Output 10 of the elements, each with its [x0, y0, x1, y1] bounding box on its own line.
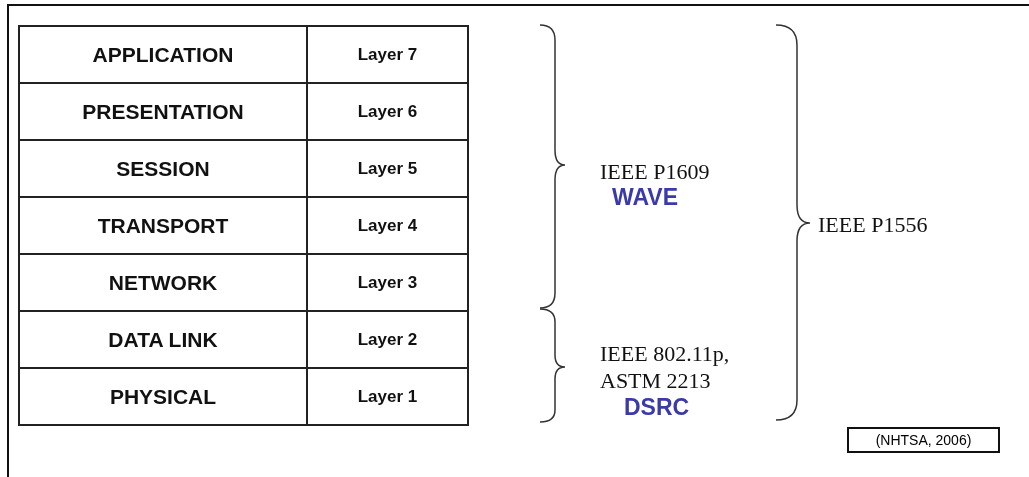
standard-label: IEEE P1609 [600, 158, 710, 185]
layer-name-cell: APPLICATION [18, 25, 308, 84]
standard-name: WAVE [612, 184, 679, 211]
layer-name-cell: PHYSICAL [18, 367, 308, 426]
citation-box: (NHTSA, 2006) [847, 427, 1000, 453]
layer-number-cell: Layer 7 [306, 25, 469, 84]
standard-label: IEEE 802.11p, ASTM 2213 [600, 340, 731, 394]
standard-name: DSRC [624, 394, 690, 421]
standard-label: IEEE P1556 [818, 211, 928, 238]
layer-number-cell: Layer 1 [306, 367, 469, 426]
